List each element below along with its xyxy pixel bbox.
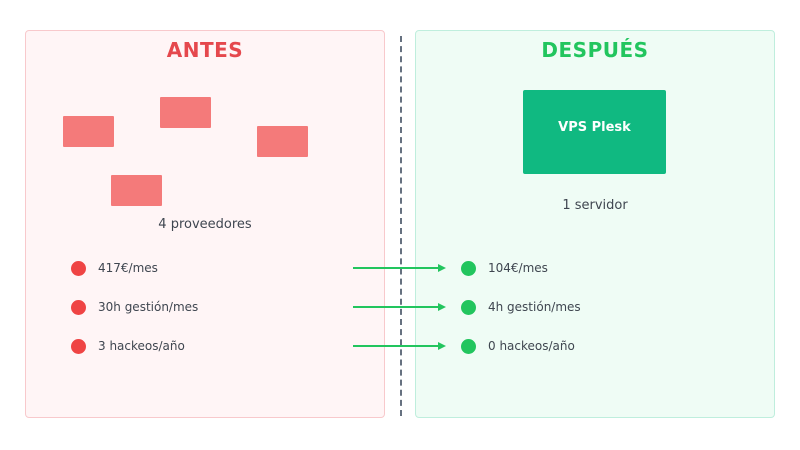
after-metric-dot-cost [461, 261, 476, 276]
after-metric-dot-hacks [461, 339, 476, 354]
before-metric-dot-cost [71, 261, 86, 276]
after-metric-hacks: 0 hackeos/año [488, 339, 575, 353]
after-metric-hours: 4h gestión/mes [488, 300, 581, 314]
provider-box-3 [257, 126, 308, 157]
provider-box-1 [63, 116, 114, 147]
before-metric-dot-hours [71, 300, 86, 315]
server-label: VPS Plesk [558, 120, 631, 135]
provider-box-2 [160, 97, 211, 128]
vps-server-box: VPS Plesk [523, 90, 666, 174]
before-metric-hacks: 3 hackeos/año [98, 339, 185, 353]
before-metric-cost: 417€/mes [98, 261, 158, 275]
after-caption: 1 servidor [562, 198, 628, 213]
provider-box-4 [111, 175, 162, 206]
after-metric-dot-hours [461, 300, 476, 315]
before-caption: 4 proveedores [158, 217, 252, 232]
before-metric-hours: 30h gestión/mes [98, 300, 199, 314]
before-title: ANTES [166, 38, 244, 62]
dashed-divider [400, 36, 402, 416]
before-metric-dot-hacks [71, 339, 86, 354]
before-panel: ANTES [25, 30, 385, 418]
after-metric-cost: 104€/mes [488, 261, 548, 275]
after-panel: DESPUÉS [415, 30, 775, 418]
after-title: DESPUÉS [541, 38, 649, 62]
